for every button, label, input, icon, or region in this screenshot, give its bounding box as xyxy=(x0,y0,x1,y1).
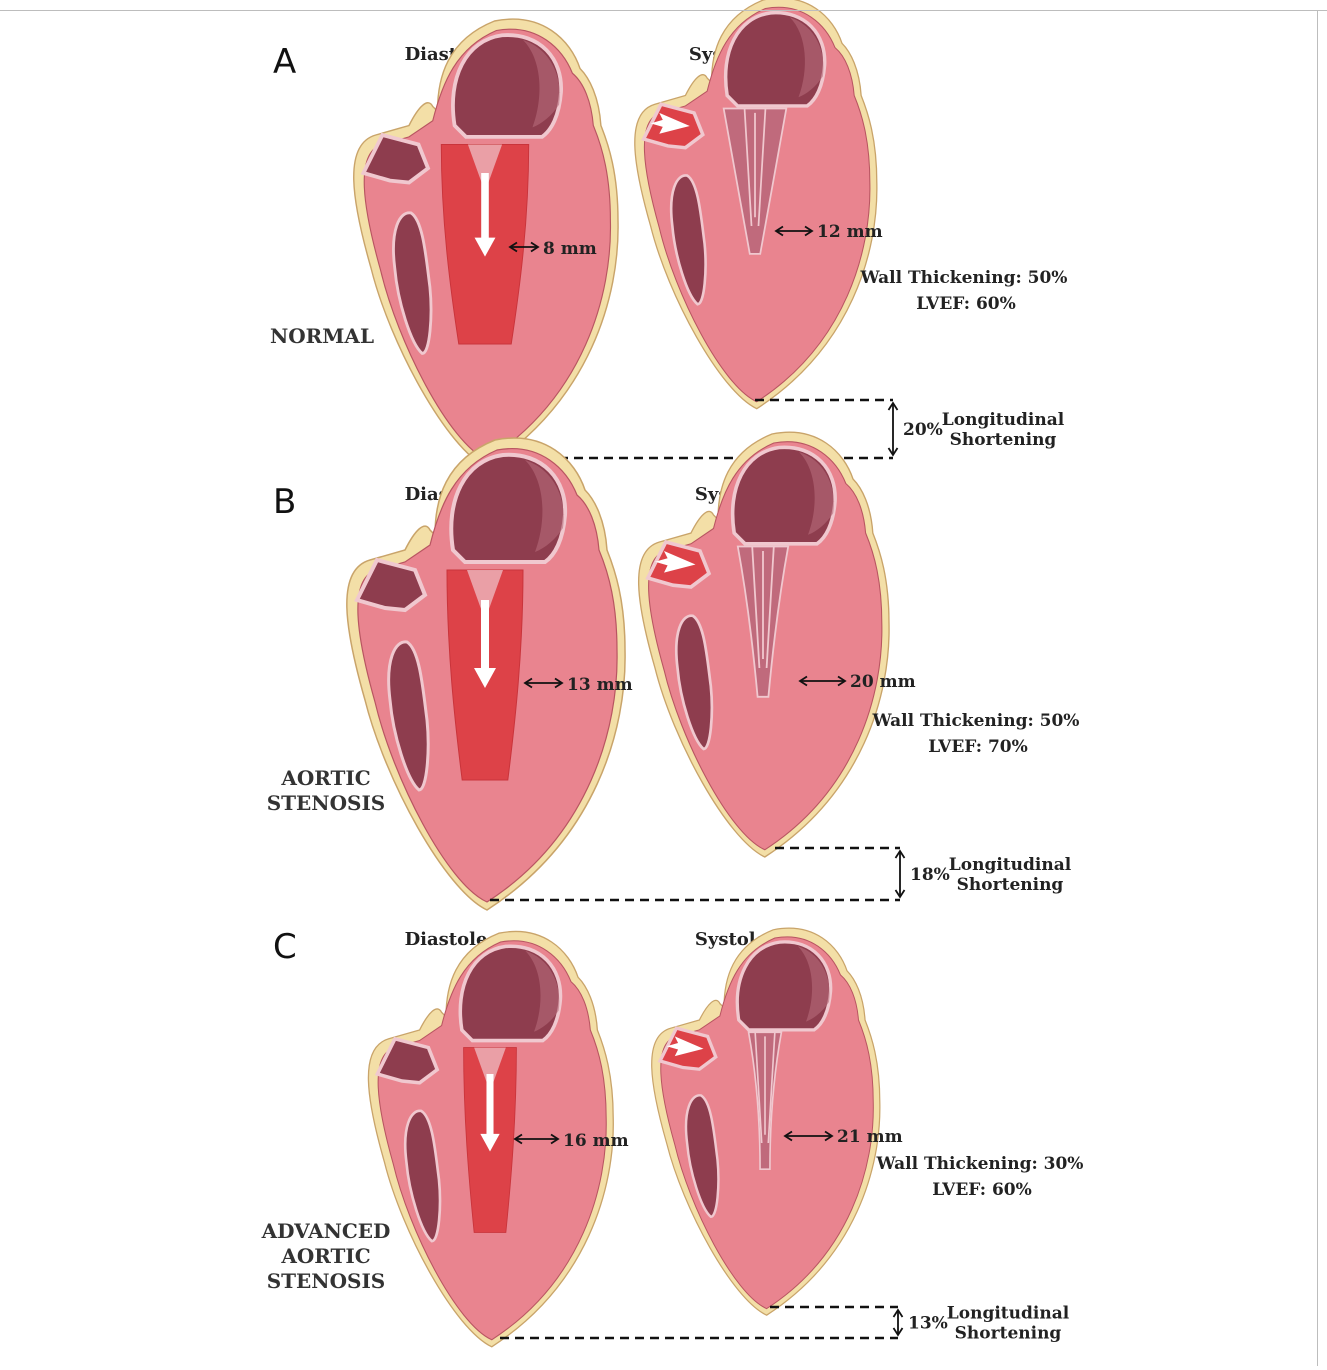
condition-label-line: STENOSIS xyxy=(267,1269,386,1293)
panel-letter-A: A xyxy=(273,42,296,82)
panel-letter-C: C xyxy=(273,927,297,967)
systole-wall-value: 21 mm xyxy=(837,1127,903,1147)
shortening-label-line: Shortening xyxy=(950,430,1057,450)
shortening-bracket-arrow xyxy=(894,1310,903,1335)
shortening-label-line: Longitudinal xyxy=(947,1304,1070,1324)
systole-wall-value: 20 mm xyxy=(850,672,916,692)
condition-label-line: AORTIC xyxy=(280,766,370,790)
diastole-wall-value: 8 mm xyxy=(543,239,597,259)
wall-thickening-value: Wall Thickening: 50% xyxy=(872,711,1080,731)
shortening-bracket-arrow xyxy=(889,403,898,455)
panel-letter-B: B xyxy=(273,482,296,522)
condition-label-line: AORTIC xyxy=(280,1244,370,1268)
shortening-percent: 20% xyxy=(903,420,943,440)
condition-label-line: STENOSIS xyxy=(267,791,386,815)
shortening-label-line: Shortening xyxy=(957,875,1064,895)
lvef-value: LVEF: 70% xyxy=(928,737,1028,757)
wall-thickening-value: Wall Thickening: 50% xyxy=(860,268,1068,288)
shortening-label-line: Shortening xyxy=(955,1324,1062,1344)
systole-heart xyxy=(635,0,877,409)
systole-wall-value: 12 mm xyxy=(817,222,883,242)
shortening-label-line: Longitudinal xyxy=(949,855,1072,875)
systole-heart xyxy=(652,928,880,1315)
lvef-value: LVEF: 60% xyxy=(932,1180,1032,1200)
condition-label-line: NORMAL xyxy=(270,324,374,348)
condition-label-line: ADVANCED xyxy=(261,1219,391,1243)
figure-top-border xyxy=(0,10,1327,11)
wall-thickening-value: Wall Thickening: 30% xyxy=(876,1154,1084,1174)
lvef-value: LVEF: 60% xyxy=(916,294,1016,314)
diastole-wall-value: 13 mm xyxy=(567,675,633,695)
shortening-label-line: Longitudinal xyxy=(942,410,1065,430)
shortening-percent: 18% xyxy=(910,865,950,885)
figure-right-border xyxy=(1317,10,1318,1366)
diastole-wall-value: 16 mm xyxy=(563,1131,629,1151)
shortening-bracket-arrow xyxy=(896,851,905,897)
shortening-percent: 13% xyxy=(908,1314,948,1334)
systole-heart xyxy=(639,432,889,857)
